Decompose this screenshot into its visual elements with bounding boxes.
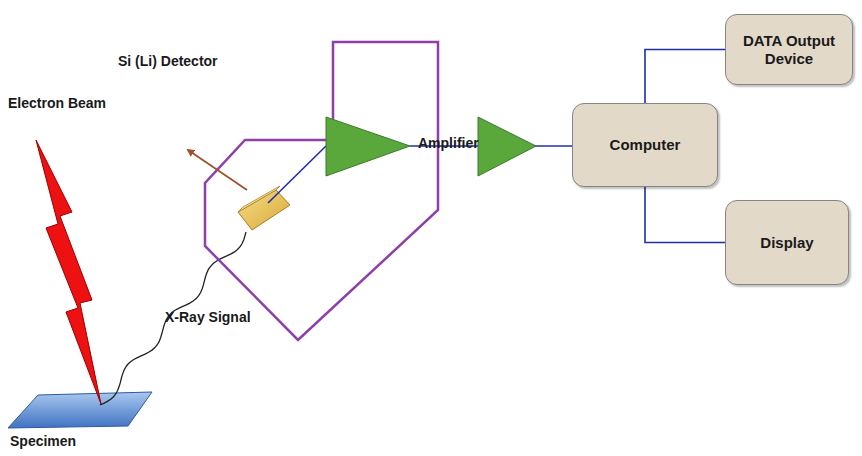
signal-label: X-Ray Signal xyxy=(165,309,251,325)
display-box: Display xyxy=(725,200,849,285)
amplifier-symbol xyxy=(326,117,410,176)
box-label: Display xyxy=(760,234,813,252)
output-box: DATA Output Device xyxy=(725,14,853,85)
specimen-label: Specimen xyxy=(10,433,76,449)
detector-label: Si (Li) Detector xyxy=(118,53,218,69)
signal-wire xyxy=(535,145,573,147)
detector-crystal-top xyxy=(238,186,280,212)
detector-housing xyxy=(205,42,438,340)
signal-wire xyxy=(268,146,326,203)
electron-beam xyxy=(36,140,101,404)
computer-box: Computer xyxy=(572,103,718,187)
amplifier-label: Amplifier xyxy=(418,135,479,151)
box-label: DATA Output Device xyxy=(732,32,846,68)
amplifier-symbol xyxy=(478,117,536,176)
specimen-slab xyxy=(8,392,152,428)
box-label: Computer xyxy=(610,136,681,154)
beam-label: Electron Beam xyxy=(8,95,106,111)
leader-arrow xyxy=(188,150,247,190)
connector-line xyxy=(645,50,725,104)
connector-line xyxy=(645,187,725,243)
